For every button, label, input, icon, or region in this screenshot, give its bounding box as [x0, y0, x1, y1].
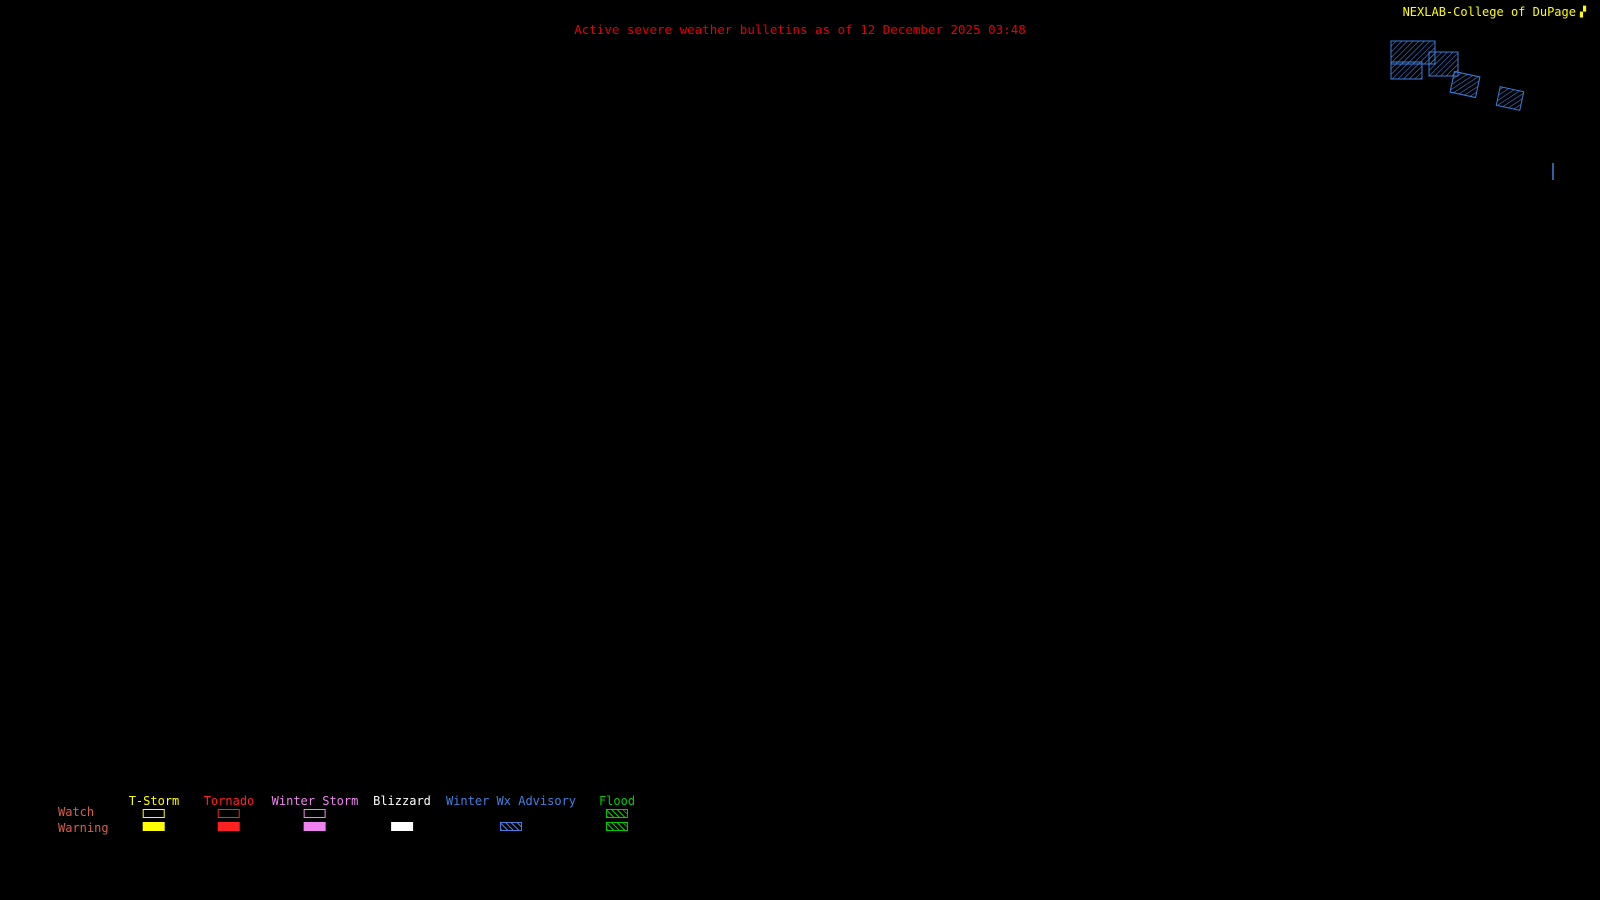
winter-wx-advisory-area [1449, 70, 1481, 99]
legend-swatch-warning-flood [606, 822, 628, 831]
legend-swatch-warning-winter-wx-advisory [499, 822, 522, 831]
nexlab-brand-text: NEXLAB-College of DuPage [1402, 5, 1576, 19]
legend-warning-row-label: Warning [58, 821, 109, 835]
legend-column-label: Blizzard [373, 794, 431, 808]
winter-wx-advisory-area [1428, 51, 1459, 77]
legend-swatch-watch-tornado [217, 809, 240, 818]
winter-wx-advisory-area [1390, 61, 1423, 80]
legend-swatch-warning-blizzard [390, 822, 413, 831]
legend-swatch-warning-winter-storm [303, 822, 326, 831]
legend-column-winter-storm: Winter Storm [271, 794, 359, 831]
winter-wx-advisory-areas [1390, 40, 1554, 180]
nexlab-logo-icon: ▞ [1579, 6, 1586, 18]
legend: Watch Warning T-Storm Tornado Winter Storm… [0, 794, 1600, 854]
legend-swatch-warning-tornado [217, 822, 240, 831]
bulletin-title: Active severe weather bulletins as of 12… [574, 22, 1026, 37]
legend-column-t-storm: T-Storm [128, 794, 180, 831]
legend-column-winter-wx-advisory: Winter Wx Advisory [446, 794, 576, 831]
legend-swatch-warning-t-storm [142, 822, 165, 831]
legend-swatch-watch-winter-storm [303, 809, 326, 818]
legend-column-label: Tornado [203, 794, 255, 808]
legend-column-flood: Flood [599, 794, 635, 831]
legend-swatch-watch-t-storm [142, 809, 165, 818]
legend-watch-row-label: Watch [58, 805, 95, 819]
legend-swatch-watch-flood [606, 809, 628, 818]
legend-column-label: Flood [598, 794, 636, 808]
legend-column-label: T-Storm [128, 794, 180, 808]
winter-wx-advisory-area [1390, 40, 1436, 65]
legend-column-label: Winter Storm [271, 794, 359, 808]
nexlab-brand: NEXLAB-College of DuPage ▞ [1403, 5, 1586, 19]
legend-column-tornado: Tornado [203, 794, 255, 831]
legend-column-label: Winter Wx Advisory [445, 794, 577, 808]
legend-column-blizzard: Blizzard [373, 794, 431, 831]
winter-wx-advisory-area [1495, 86, 1525, 111]
